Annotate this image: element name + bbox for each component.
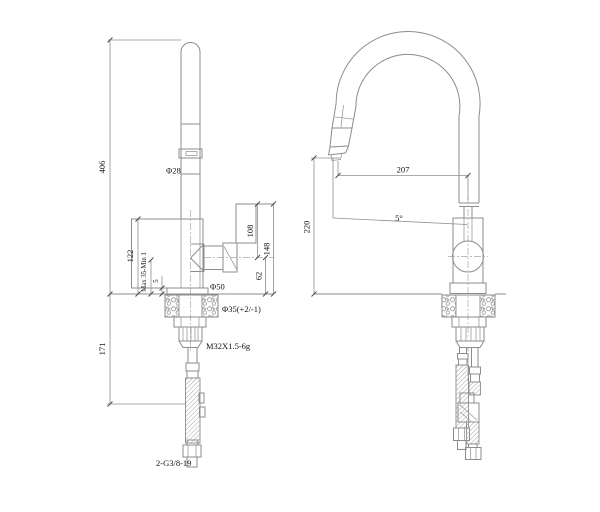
side-dimensions [311,155,471,297]
dim-label-hose-thread: 2-G3/8-19 [156,458,191,468]
angle-reference-line [332,217,468,225]
dim-label-base-diameter: Φ50 [210,282,225,292]
mounting-nut-left [164,294,180,318]
side-hose-left [453,347,470,450]
side-hose-right [457,347,482,460]
dim-label-108: 108 [245,225,255,238]
handle-lever [235,203,257,244]
dim-label-under-counter: 171 [97,343,107,356]
side-base-flange [449,282,487,294]
dim-label-total-height: 406 [97,161,107,174]
mounting-hardware [164,294,219,348]
gooseneck-spout [335,30,481,218]
hose-end-nut [182,444,202,458]
threaded-shank [178,326,203,348]
side-threaded-shank [455,326,485,348]
washer [173,316,207,328]
dim-label-shank-thread: M32X1.5-6g [206,341,251,351]
dim-label-148: 148 [262,243,272,256]
side-body [448,196,488,338]
dim-label-outlet-height: 220 [302,221,312,234]
front-dimensions [107,37,277,407]
side-mounting-hardware [441,294,496,348]
spout-pipe [178,42,203,219]
dim-label-hole-diameter: Φ35(+2/-1) [222,304,261,314]
dim-label-spout-diameter: Φ28 [166,166,181,176]
side-view: 220 207 5° [302,30,506,460]
dim-label-clamp-range: Max 35-Min 1 [141,252,148,292]
braided-hose [185,377,201,444]
dim-label-flange-thickness: 5 [153,279,160,283]
dim-label-spray-angle: 5° [395,213,403,223]
base-flange [166,287,209,295]
dim-label-spout-reach: 207 [397,165,410,175]
side-washer [451,316,487,328]
mounting-nut-right [201,294,219,318]
spray-head [328,103,357,161]
dim-label-62: 62 [254,272,264,281]
supply-hose [182,347,206,468]
aerator [178,148,203,159]
dim-label-body-height: 122 [125,250,135,263]
side-hoses [453,347,482,460]
front-view: 406 171 122 Max 35-Min 1 5 Φ28 Φ50 Φ35(+… [97,37,277,468]
